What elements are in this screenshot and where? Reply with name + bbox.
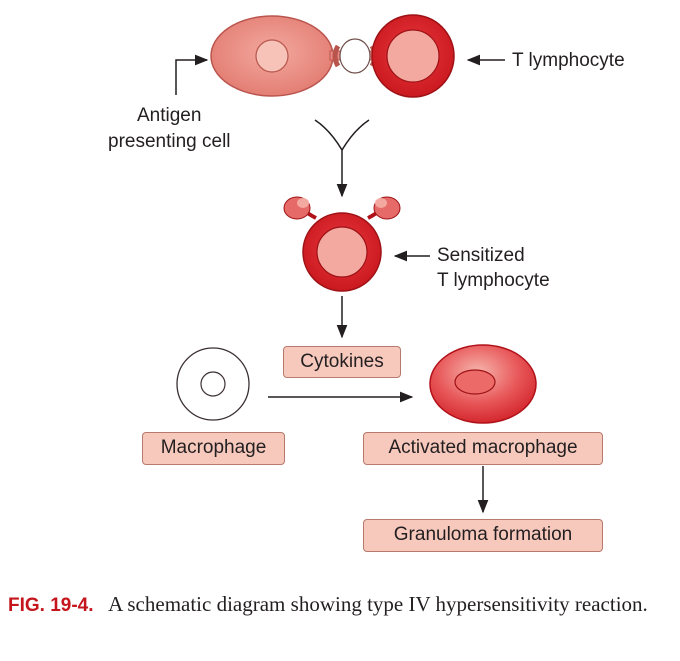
sensitized-t-lymphocyte-cell — [283, 196, 401, 292]
sensitized-label-line2: T lymphocyte — [437, 270, 550, 291]
t-lymphocyte-label: T lymphocyte — [512, 50, 625, 71]
granuloma-formation-box: Granuloma formation — [363, 519, 603, 552]
apc-label-line2: presenting cell — [108, 131, 231, 152]
cytokines-box: Cytokines — [283, 346, 401, 378]
apc-label-line1: Antigen — [137, 105, 202, 126]
activated-macrophage-box: Activated macrophage — [363, 432, 603, 465]
macrophage-cell — [176, 347, 250, 421]
converge-arrow — [314, 119, 370, 198]
sensitized-label-line1: Sensitized — [437, 245, 525, 266]
apc-pointer — [175, 54, 209, 95]
activated-macrophage-cell — [429, 344, 537, 424]
t-lymphocyte-cell — [371, 14, 455, 98]
antigen-presenting-cell — [210, 15, 334, 97]
figure-number: FIG. 19-4. — [8, 595, 94, 616]
caption-text: A schematic diagram showing type IV hype… — [108, 592, 648, 616]
macrophage-box: Macrophage — [142, 432, 285, 465]
figure-caption: FIG. 19-4. A schematic diagram showing t… — [8, 590, 668, 620]
